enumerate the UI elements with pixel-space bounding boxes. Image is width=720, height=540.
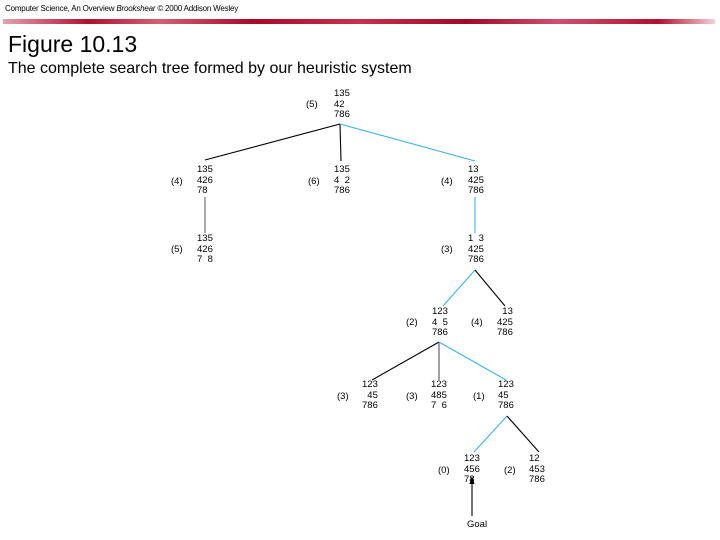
header-author: Brookshear	[116, 4, 156, 13]
board-row: 42	[334, 98, 345, 110]
heuristic-value: (2)	[406, 317, 418, 328]
board-row: 78	[197, 185, 208, 196]
figure-title: Figure 10.13	[8, 31, 138, 57]
board-row: 1 3	[468, 233, 484, 244]
header-text: Computer Science, An Overview	[5, 4, 117, 13]
edge	[204, 123, 341, 161]
board-row: 786	[529, 474, 545, 485]
heuristic-value: (3)	[441, 244, 453, 255]
heuristic-value: (3)	[337, 391, 349, 402]
board-row: 425	[468, 243, 484, 255]
board-row: 135	[334, 164, 350, 175]
board-row: 123	[431, 379, 447, 390]
heuristic-value: (4)	[441, 176, 453, 187]
board-row: 786	[498, 400, 514, 411]
edge-solution	[339, 123, 476, 162]
board-row: 786	[497, 327, 513, 338]
edge	[339, 123, 342, 162]
board-row: 426	[197, 243, 213, 255]
board-row: 426	[197, 174, 213, 186]
board-row: 786	[468, 254, 484, 265]
board-row: 12	[529, 453, 540, 464]
board-row: 45	[498, 389, 509, 401]
header-copyright: © 2000 Addison Wesley	[155, 4, 239, 13]
board-row: 4 2	[334, 174, 350, 186]
board-row: 135	[197, 233, 213, 244]
edge-solution	[473, 415, 508, 453]
board-row: 786	[432, 327, 448, 338]
board-row: 13	[497, 306, 513, 317]
heuristic-value: (6)	[308, 176, 320, 187]
board-row: 425	[468, 174, 484, 186]
heuristic-value: (3)	[406, 391, 418, 402]
edge-solution	[442, 269, 476, 307]
board-row: 135	[334, 88, 350, 99]
heuristic-value: (0)	[438, 465, 450, 476]
board-row: 7 8	[197, 254, 213, 265]
goal-label: Goal	[467, 519, 488, 530]
board-row: 786	[334, 109, 350, 120]
header-citation: Computer Science, An Overview Brookshear…	[5, 4, 238, 13]
board-row: 786	[362, 400, 378, 411]
heuristic-value: (4)	[171, 176, 183, 187]
board-row: 123	[432, 306, 448, 317]
header-bar	[3, 19, 715, 24]
edge	[474, 269, 506, 307]
board-row: 425	[497, 316, 513, 328]
board-row: 4 5	[432, 316, 448, 328]
edge	[506, 415, 540, 453]
heuristic-value: (1)	[473, 391, 485, 402]
heuristic-value: (5)	[171, 244, 183, 255]
board-row: 786	[468, 185, 484, 196]
board-row: 45	[362, 389, 378, 401]
board-row: 13	[468, 164, 479, 175]
heuristic-value: (5)	[306, 99, 318, 110]
board-row: 135	[197, 164, 213, 175]
board-row: 123	[498, 379, 514, 390]
goal-arrowhead	[469, 476, 475, 484]
board-row: 485	[431, 389, 447, 401]
figure-subtitle: The complete search tree formed by our h…	[8, 60, 412, 77]
board-row: 123	[362, 379, 378, 390]
board-row: 786	[334, 185, 350, 196]
edge	[371, 341, 440, 381]
board-row: 7 6	[431, 400, 447, 411]
edge-solution	[438, 341, 507, 381]
board-row: 453	[529, 463, 545, 475]
heuristic-value: (2)	[504, 465, 516, 476]
board-row: 123	[464, 453, 480, 464]
board-row: 78	[464, 474, 475, 485]
board-row: 456	[464, 463, 480, 475]
heuristic-value: (4)	[471, 317, 483, 328]
